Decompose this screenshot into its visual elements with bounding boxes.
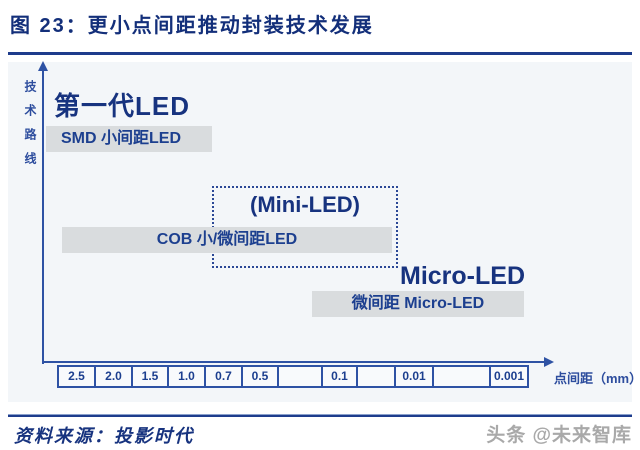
- micro-bar: 微间距 Micro-LED: [312, 291, 524, 317]
- source-text: 资料来源：投影时代: [14, 426, 194, 446]
- cob-bar: COB 小/微间距LED: [62, 227, 392, 253]
- micro-led-heading: Micro-LED: [400, 262, 525, 290]
- smd-bar: SMD 小间距LED: [46, 126, 212, 152]
- x-axis-line: [42, 361, 546, 363]
- axis-cell: 2.0: [94, 365, 133, 388]
- axis-cell: [356, 365, 396, 388]
- axis-cell: 0.001: [489, 365, 529, 388]
- x-axis-arrow-icon: [544, 357, 554, 367]
- y-axis-label: 技术路线: [23, 80, 37, 176]
- axis-cell: 1.5: [131, 365, 169, 388]
- axis-cell: 0.1: [321, 365, 358, 388]
- footer-divider: [8, 414, 632, 417]
- mini-led-label: (Mini-LED): [250, 192, 360, 217]
- chart-panel: 技术路线 第一代LED SMD 小间距LED (Mini-LED) COB 小/…: [8, 61, 640, 402]
- axis-cell: 0.7: [204, 365, 243, 388]
- axis-cell: 2.5: [57, 365, 96, 388]
- axis-cell: [432, 365, 491, 388]
- axis-cell: 0.01: [394, 365, 434, 388]
- axis-cell: 0.5: [241, 365, 279, 388]
- title-divider: [8, 52, 632, 55]
- axis-cell: 1.0: [167, 365, 206, 388]
- y-axis-arrow-icon: [38, 61, 48, 71]
- watermark: 头条 @未来智库: [486, 425, 632, 446]
- figure-title: 图 23：更小点间距推动封装技术发展: [10, 15, 374, 37]
- generation1-heading: 第一代LED: [54, 91, 191, 121]
- x-axis-label: 点间距（mm）: [554, 371, 640, 386]
- y-axis-line: [42, 70, 44, 364]
- axis-cell: [277, 365, 323, 388]
